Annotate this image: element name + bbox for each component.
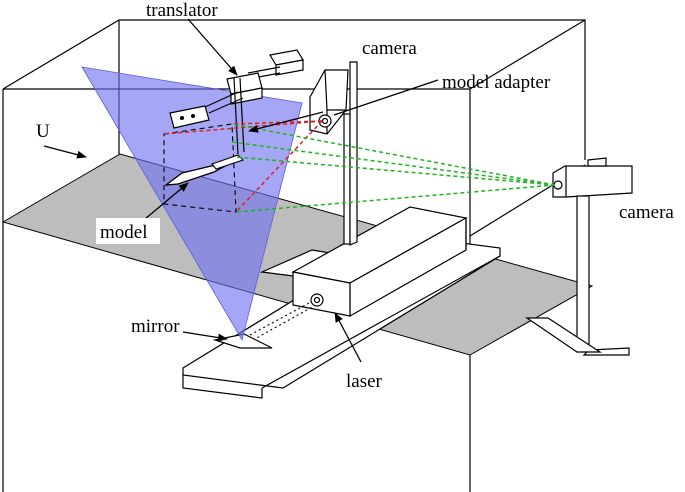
label-camera-top: camera [362,38,417,59]
laser-beam [249,301,315,341]
label-model: model [100,222,148,243]
label-camera-right: camera [619,202,674,223]
model-label-bg [96,218,160,244]
label-model-adapter: model adapter [442,72,551,93]
mirror [212,333,273,349]
laser-sheet [81,66,303,342]
laser-box [291,206,468,318]
laser-aperture-icon [310,293,324,307]
field-of-view [163,123,237,213]
top-camera [309,69,349,135]
label-laser: laser [346,371,383,392]
right-camera [525,157,633,356]
translator-rig [169,49,304,155]
label-translator: translator [146,0,218,21]
label-mirror: mirror [131,316,180,337]
label-flow-u: U [36,121,50,142]
green-rays [231,123,556,213]
model [163,154,245,186]
red-rays [163,120,323,213]
leader-arrows [43,18,439,363]
